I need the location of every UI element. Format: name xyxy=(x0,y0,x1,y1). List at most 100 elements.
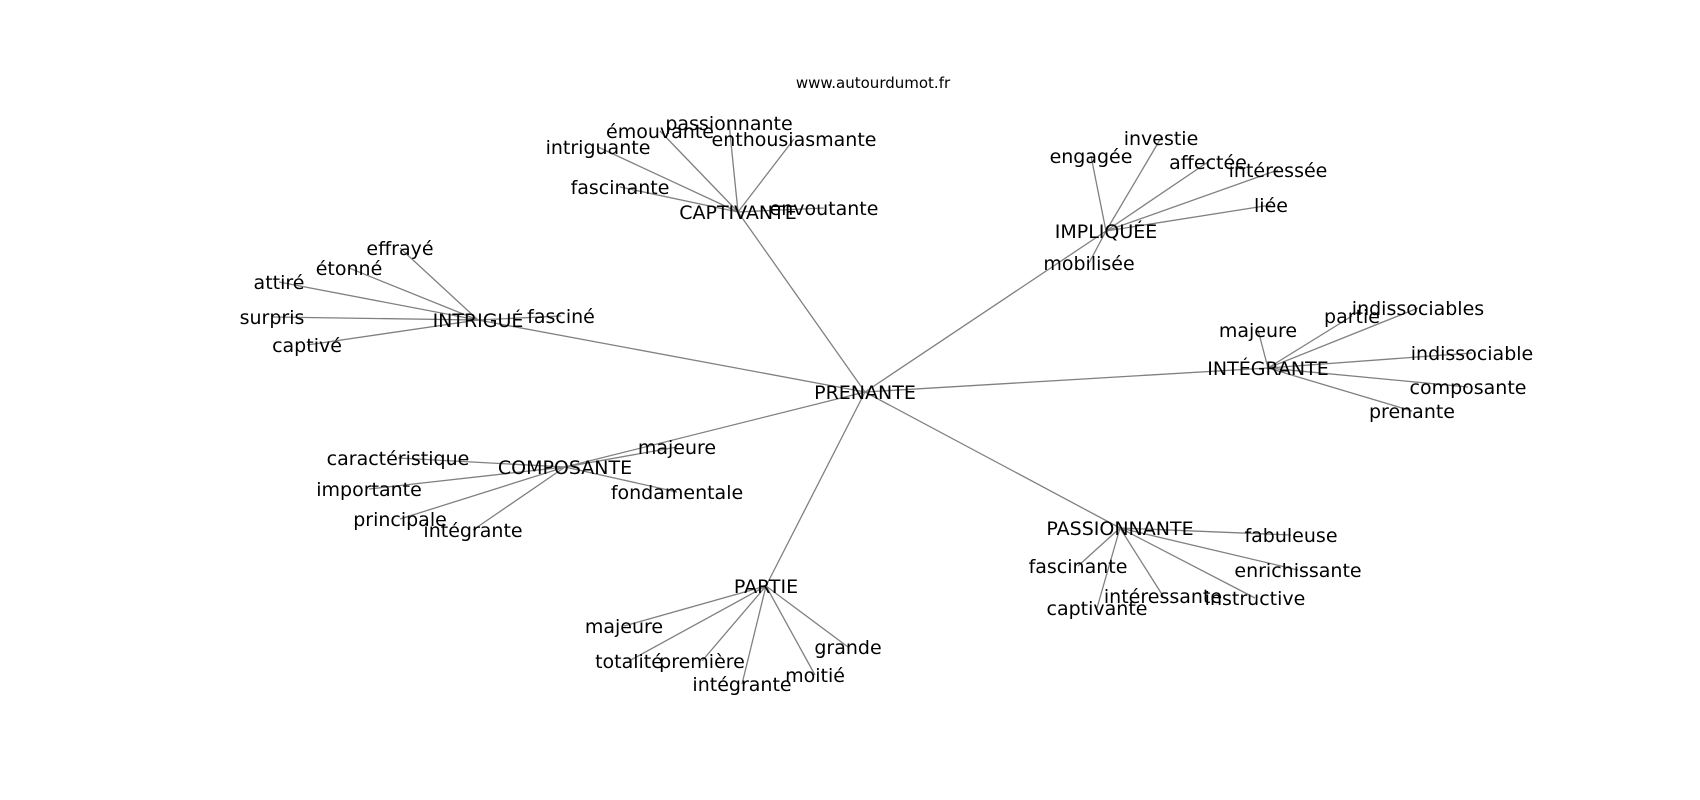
edge-root-to-integrante xyxy=(864,367,1269,393)
edge-impliquee-to-investie xyxy=(1105,137,1162,232)
edge-composante-to-importante xyxy=(368,466,566,490)
leaf-node-enthousiasmante[interactable]: enthousiasmante xyxy=(712,129,877,151)
leaf-node-fascinante[interactable]: fascinante xyxy=(1029,556,1128,578)
edge-intrigue-to-captive xyxy=(306,319,479,346)
edge-root-to-captivante xyxy=(737,211,866,393)
edge-integrante-to-indissociables xyxy=(1267,307,1419,369)
leaf-node-integrante[interactable]: intégrante xyxy=(423,520,522,542)
leaf-node-fabuleuse[interactable]: fabuleuse xyxy=(1244,525,1337,547)
edge-composante-to-caracteristique xyxy=(397,457,566,468)
edge-impliquee-to-interessee xyxy=(1105,169,1279,232)
leaf-node-fascine[interactable]: fasciné xyxy=(527,306,595,328)
edge-integrante-to-partie xyxy=(1267,315,1353,369)
edge-captivante-to-envoutante xyxy=(737,207,825,213)
leaf-node-prenante[interactable]: prenante xyxy=(1369,401,1455,423)
leaf-node-emouvante[interactable]: émouvante xyxy=(606,121,714,143)
edge-partie-to-premiere xyxy=(701,585,767,662)
leaf-node-grande[interactable]: grande xyxy=(814,637,881,659)
edge-partie-to-moitie xyxy=(765,585,816,676)
leaf-node-liee[interactable]: liée xyxy=(1254,195,1288,217)
leaf-node-integrante[interactable]: intégrante xyxy=(692,674,791,696)
leaf-node-enrichissante[interactable]: enrichissante xyxy=(1234,560,1361,582)
leaf-node-surpris[interactable]: surpris xyxy=(240,307,305,329)
cluster-node-intrigue[interactable]: INTRIGUÉ xyxy=(433,309,524,332)
leaf-node-moitie[interactable]: moitié xyxy=(785,665,845,687)
edge-integrante-to-majeure xyxy=(1257,329,1269,369)
edge-root-to-passionnante xyxy=(864,391,1121,529)
edge-root-to-partie xyxy=(765,391,866,587)
edge-composante-to-fondamentale xyxy=(564,466,678,493)
edge-integrante-to-composante xyxy=(1267,367,1469,388)
leaf-node-attire[interactable]: attiré xyxy=(254,272,305,294)
edge-partie-to-majeure xyxy=(623,585,767,627)
edge-impliquee-to-liee xyxy=(1105,204,1272,232)
edge-captivante-to-fascinante xyxy=(619,186,739,213)
root-word-node[interactable]: PRENANTE xyxy=(814,382,916,404)
edge-passionnante-to-interessante xyxy=(1119,527,1164,597)
leaf-node-fascinante[interactable]: fascinante xyxy=(571,177,670,199)
leaf-node-mobilisee[interactable]: mobilisée xyxy=(1043,253,1134,275)
leaf-node-importante[interactable]: importante xyxy=(316,479,422,501)
leaf-node-majeure[interactable]: majeure xyxy=(1219,320,1297,342)
edge-composante-to-majeure xyxy=(564,446,678,468)
leaf-node-investie[interactable]: investie xyxy=(1124,128,1199,150)
graph-labels: PRENANTECAPTIVANTEpassionnanteémouvantee… xyxy=(240,113,1534,696)
edge-captivante-to-intriguante xyxy=(597,146,739,213)
edge-impliquee-to-mobilisee xyxy=(1088,230,1107,264)
leaf-node-interessee[interactable]: intéressée xyxy=(1229,160,1328,182)
edge-partie-to-integrante xyxy=(741,585,767,685)
cluster-node-impliquee[interactable]: IMPLIQUÉE xyxy=(1055,220,1158,243)
leaf-node-engagee[interactable]: engagée xyxy=(1050,146,1133,168)
leaf-node-premiere[interactable]: première xyxy=(659,651,745,673)
edge-root-to-intrigue xyxy=(477,319,866,393)
graph-edges xyxy=(271,122,1473,685)
cluster-node-passionnante[interactable]: PASSIONNANTE xyxy=(1046,518,1193,540)
edge-captivante-to-emouvante xyxy=(659,130,739,213)
edge-passionnante-to-instructive xyxy=(1119,527,1256,599)
cluster-node-partie[interactable]: PARTIE xyxy=(734,576,798,598)
edge-impliquee-to-engagee xyxy=(1090,155,1107,232)
edge-intrigue-to-fascine xyxy=(477,315,562,321)
leaf-node-indissociables[interactable]: indissociables xyxy=(1352,298,1484,320)
leaf-node-etonne[interactable]: étonné xyxy=(316,258,383,280)
leaf-node-affectee[interactable]: affectée xyxy=(1169,152,1247,174)
leaf-node-effraye[interactable]: effrayé xyxy=(366,238,433,260)
edge-composante-to-principale xyxy=(399,466,566,520)
edge-passionnante-to-fascinante xyxy=(1077,527,1121,567)
edge-integrante-to-indissociable xyxy=(1267,352,1473,369)
cluster-node-integrante[interactable]: INTÉGRANTE xyxy=(1207,357,1328,380)
leaf-node-fondamentale[interactable]: fondamentale xyxy=(611,482,743,504)
leaf-node-interessante[interactable]: intéressante xyxy=(1104,586,1222,608)
edge-captivante-to-enthousiasmante xyxy=(737,138,795,213)
edge-intrigue-to-attire xyxy=(278,281,479,321)
leaf-node-caracteristique[interactable]: caractéristique xyxy=(327,448,470,470)
leaf-node-majeure[interactable]: majeure xyxy=(585,616,663,638)
edge-root-to-composante xyxy=(564,391,866,468)
leaf-node-majeure[interactable]: majeure xyxy=(638,437,716,459)
leaf-node-indissociable[interactable]: indissociable xyxy=(1411,343,1533,365)
site-watermark-label: www.autourdumot.fr xyxy=(796,74,951,92)
leaf-node-captivante[interactable]: captivante xyxy=(1047,598,1148,620)
edge-captivante-to-passionnante xyxy=(728,122,739,213)
edge-composante-to-integrante xyxy=(472,466,566,531)
edge-integrante-to-prenante xyxy=(1267,367,1413,412)
edge-root-to-impliquee xyxy=(864,230,1107,393)
leaf-node-composante[interactable]: composante xyxy=(1410,377,1527,399)
leaf-node-intriguante[interactable]: intriguante xyxy=(546,137,651,159)
edge-intrigue-to-surpris xyxy=(271,316,479,321)
edge-impliquee-to-affectee xyxy=(1105,161,1209,232)
edge-passionnante-to-fabuleuse xyxy=(1119,527,1292,536)
leaf-node-instructive[interactable]: instructive xyxy=(1205,588,1306,610)
leaf-node-partie[interactable]: partie xyxy=(1324,306,1380,328)
edge-partie-to-totalite xyxy=(628,585,767,662)
leaf-node-passionnante[interactable]: passionnante xyxy=(665,113,792,135)
edge-partie-to-grande xyxy=(765,585,849,648)
cluster-node-composante[interactable]: COMPOSANTE xyxy=(498,457,632,479)
leaf-node-totalite[interactable]: totalité xyxy=(595,651,663,673)
leaf-node-envoutante[interactable]: envoutante xyxy=(770,198,879,220)
cluster-node-captivante[interactable]: CAPTIVANTE xyxy=(679,202,797,224)
leaf-node-captive[interactable]: captivé xyxy=(272,335,342,357)
edge-intrigue-to-effraye xyxy=(399,247,479,321)
leaf-node-principale[interactable]: principale xyxy=(353,509,447,531)
